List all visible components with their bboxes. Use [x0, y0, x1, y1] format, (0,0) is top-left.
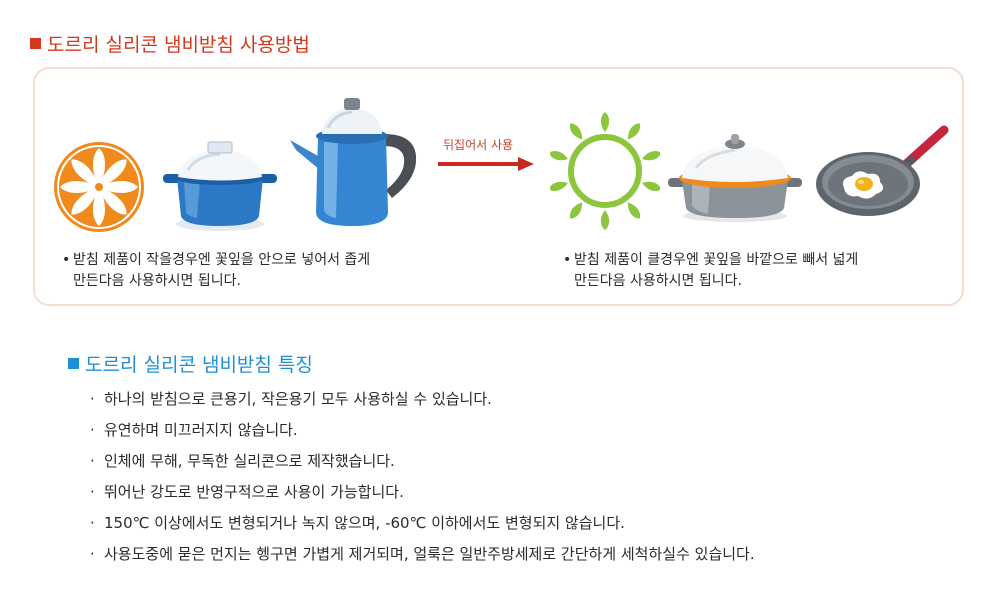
- usage-heading: 도르리 실리콘 냄비받침 사용방법: [30, 28, 310, 58]
- green-sun-trivet-icon: [550, 112, 660, 230]
- note-bullet: •: [62, 252, 71, 268]
- frying-pan-icon: [816, 125, 949, 216]
- gray-pot-icon: [668, 134, 802, 222]
- list-item: · 유연하며 미끄러지지 않습니다.: [90, 415, 755, 446]
- feature-text: 하나의 받침으로 큰용기, 작은용기 모두 사용하실 수 있습니다.: [104, 390, 492, 408]
- feature-text: 유연하며 미끄러지지 않습니다.: [104, 421, 298, 439]
- feature-bullet: ·: [90, 514, 95, 532]
- feature-bullet: ·: [90, 390, 95, 408]
- feature-text: 인체에 무해, 무독한 실리콘으로 제작했습니다.: [104, 452, 395, 470]
- feature-text: 사용도중에 묻은 먼지는 헹구면 가볍게 제거되며, 얼룩은 일반주방세제로 간…: [104, 545, 755, 563]
- square-bullet-icon: [30, 37, 41, 49]
- list-item: · 인체에 무해, 무독한 실리콘으로 제작했습니다.: [90, 446, 755, 477]
- flip-arrow-label: 뒤집어서 사용: [443, 138, 514, 152]
- features-list: · 하나의 받침으로 큰용기, 작은용기 모두 사용하실 수 있습니다. · 유연하…: [90, 384, 755, 570]
- features-heading-text: 도르리 실리콘 냄비받침 특징: [85, 353, 313, 376]
- usage-heading-text: 도르리 실리콘 냄비받침 사용방법: [47, 33, 310, 56]
- blue-casserole-icon: [163, 141, 277, 231]
- list-item: · 사용도중에 묻은 먼지는 헹구면 가볍게 제거되며, 얼룩은 일반주방세제로 …: [90, 539, 755, 570]
- feature-bullet: ·: [90, 483, 95, 501]
- feature-bullet: ·: [90, 421, 95, 439]
- small-trivet-note: •받침 제품이 작을경우엔 꽃잎을 안으로 넣어서 좁게 만든다음 사용하시면 …: [62, 250, 370, 292]
- small-trivet-note-line2: 만든다음 사용하시면 됩니다.: [73, 273, 241, 289]
- features-heading: 도르리 실리콘 냄비받침 특징: [68, 351, 313, 376]
- large-trivet-note-line1: 받침 제품이 클경우엔 꽃잎을 바깥으로 빼서 넓게: [574, 252, 859, 268]
- note-bullet: •: [563, 252, 572, 268]
- orange-flower-trivet-icon: [54, 142, 144, 232]
- list-item: · 뛰어난 강도로 반영구적으로 사용이 가능합니다.: [90, 477, 755, 508]
- feature-bullet: ·: [90, 452, 95, 470]
- feature-text: 150℃ 이상에서도 변형되거나 녹지 않으며, -60℃ 이하에서도 변형되지…: [104, 514, 625, 532]
- small-trivet-note-line1: 받침 제품이 작을경우엔 꽃잎을 안으로 넣어서 좁게: [73, 252, 371, 268]
- feature-text: 뛰어난 강도로 반영구적으로 사용이 가능합니다.: [104, 483, 404, 501]
- list-item: · 150℃ 이상에서도 변형되거나 녹지 않으며, -60℃ 이하에서도 변형되…: [90, 508, 755, 539]
- blue-kettle-icon: [290, 98, 417, 226]
- square-bullet-icon: [68, 357, 79, 369]
- red-arrow-icon: [438, 157, 534, 171]
- list-item: · 하나의 받침으로 큰용기, 작은용기 모두 사용하실 수 있습니다.: [90, 384, 755, 415]
- large-trivet-note-line2: 만든다음 사용하시면 됩니다.: [574, 273, 742, 289]
- feature-bullet: ·: [90, 545, 95, 563]
- large-trivet-note: •받침 제품이 클경우엔 꽃잎을 바깥으로 빼서 넓게 만든다음 사용하시면 됩…: [563, 250, 858, 292]
